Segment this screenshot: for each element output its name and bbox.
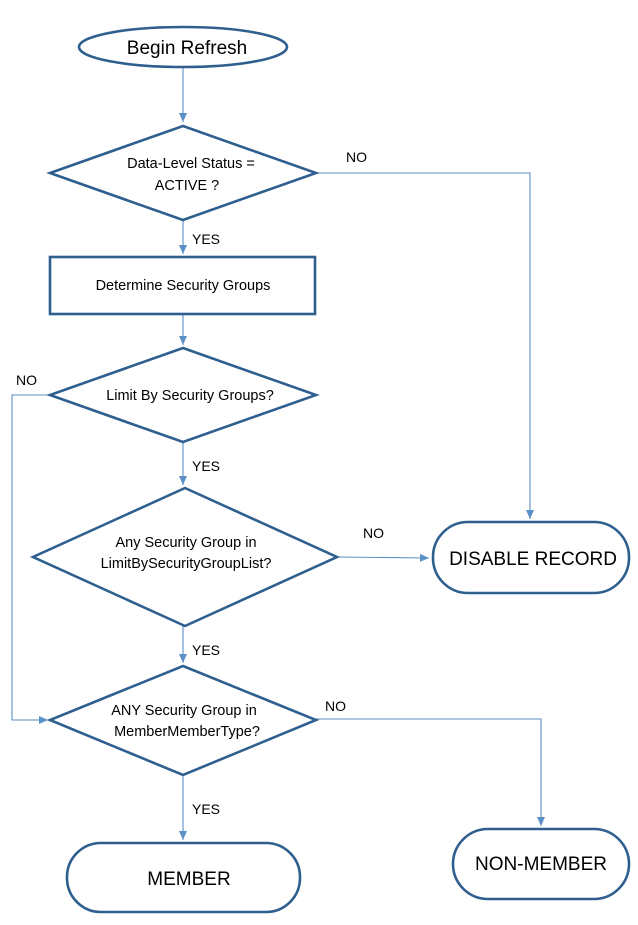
connectors bbox=[11, 67, 545, 840]
any-in-list-label-line2: LimitBySecurityGroupList? bbox=[101, 556, 272, 572]
non-member-terminal: NON-MEMBER bbox=[451, 827, 631, 901]
any-in-member-type-label-line2: MemberMemberType? bbox=[114, 724, 260, 740]
limit-check-label: Limit By Security Groups? bbox=[106, 388, 274, 404]
edge-list-no bbox=[336, 553, 430, 562]
member-type-yes-label: YES bbox=[192, 801, 220, 817]
list-no-label: NO bbox=[363, 525, 384, 541]
begin-refresh-node: Begin Refresh bbox=[77, 25, 289, 69]
any-in-list-label-line1: Any Security Group in bbox=[115, 535, 256, 551]
determine-security-groups-process: Determine Security Groups bbox=[48, 255, 317, 316]
begin-refresh-label: Begin Refresh bbox=[127, 38, 247, 59]
member-label: MEMBER bbox=[147, 869, 230, 890]
limit-yes-label: YES bbox=[192, 458, 220, 474]
member-type-no-label: NO bbox=[325, 698, 346, 714]
disable-record-terminal: DISABLE RECORD bbox=[431, 520, 631, 595]
status-check-decision: Data-Level Status = ACTIVE ? bbox=[46, 124, 320, 222]
edge-labels: YES NO NO YES NO YES NO YES bbox=[16, 149, 384, 817]
status-yes-label: YES bbox=[192, 231, 220, 247]
status-no-label: NO bbox=[346, 149, 367, 165]
status-check-label-line2: ACTIVE ? bbox=[155, 178, 219, 194]
disable-record-label: DISABLE RECORD bbox=[449, 549, 617, 570]
edge-member-type-no bbox=[316, 718, 545, 826]
any-in-member-type-decision: ANY Security Group in MemberMemberType? bbox=[46, 664, 320, 777]
determine-security-groups-label: Determine Security Groups bbox=[96, 278, 271, 294]
limit-no-label: NO bbox=[16, 372, 37, 388]
list-yes-label: YES bbox=[192, 642, 220, 658]
any-in-member-type-label-line1: ANY Security Group in bbox=[111, 703, 257, 719]
non-member-label: NON-MEMBER bbox=[475, 854, 607, 875]
limit-check-decision: Limit By Security Groups? bbox=[46, 346, 320, 444]
status-check-label-line1: Data-Level Status = bbox=[127, 156, 255, 172]
any-in-list-decision: Any Security Group in LimitBySecurityGro… bbox=[29, 486, 341, 628]
member-terminal: MEMBER bbox=[65, 841, 302, 914]
edge-limit-no bbox=[11, 394, 50, 724]
edge-status-no bbox=[316, 172, 534, 519]
